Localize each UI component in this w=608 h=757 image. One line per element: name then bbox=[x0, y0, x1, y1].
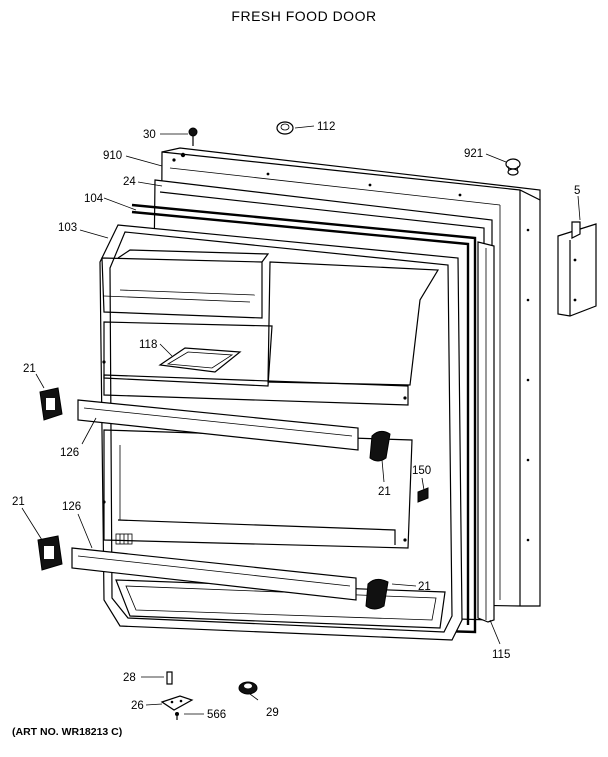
screw-30 bbox=[188, 127, 198, 146]
hinge-plate-26 bbox=[160, 695, 194, 711]
callout-150: 150 bbox=[412, 465, 431, 477]
shelf-end-cap-left-lower bbox=[37, 535, 63, 571]
callout-30: 30 bbox=[143, 129, 156, 141]
callout-921: 921 bbox=[464, 148, 483, 160]
callout-21-right-upper: 21 bbox=[378, 486, 391, 498]
hinge-bracket bbox=[557, 221, 597, 317]
upper-shelf-bar bbox=[77, 399, 359, 451]
callout-21-left-upper: 21 bbox=[23, 363, 36, 375]
dairy-tray bbox=[158, 347, 242, 373]
callout-118: 118 bbox=[139, 339, 157, 351]
callout-126-lower: 126 bbox=[62, 501, 81, 513]
callout-112: 112 bbox=[317, 121, 335, 133]
screw-566 bbox=[175, 712, 179, 720]
callout-24: 24 bbox=[123, 176, 136, 188]
callout-26: 26 bbox=[131, 700, 144, 712]
callout-29: 29 bbox=[266, 707, 279, 719]
lower-shelf-bar bbox=[71, 547, 357, 601]
pin-28 bbox=[166, 671, 173, 685]
callout-21-left-lower: 21 bbox=[12, 496, 25, 508]
cap-921 bbox=[505, 158, 521, 176]
door-stop bbox=[417, 487, 429, 503]
callout-28: 28 bbox=[123, 672, 136, 684]
callout-labels: 30 112 910 921 24 5 104 103 118 21 126 2… bbox=[12, 121, 580, 721]
shelf-end-cap-right-lower bbox=[365, 578, 389, 610]
plug-112 bbox=[276, 121, 294, 135]
callout-103: 103 bbox=[58, 222, 77, 234]
callout-126-upper: 126 bbox=[60, 447, 79, 459]
callout-115: 115 bbox=[492, 649, 510, 661]
diagram-title: FRESH FOOD DOOR bbox=[231, 8, 377, 24]
callout-910: 910 bbox=[103, 150, 122, 162]
leader-lines bbox=[21, 125, 581, 715]
art-number: (ART NO. WR18213 C) bbox=[12, 726, 123, 738]
shelf-end-cap-right-upper bbox=[369, 430, 391, 462]
callout-21-right-lower: 21 bbox=[418, 581, 431, 593]
callout-566: 566 bbox=[207, 709, 226, 721]
callout-104: 104 bbox=[84, 193, 104, 205]
hinge-side-trim bbox=[477, 241, 495, 623]
bushing-29 bbox=[238, 681, 258, 695]
shelf-end-cap-left-upper bbox=[39, 387, 63, 421]
callout-5: 5 bbox=[574, 185, 580, 197]
